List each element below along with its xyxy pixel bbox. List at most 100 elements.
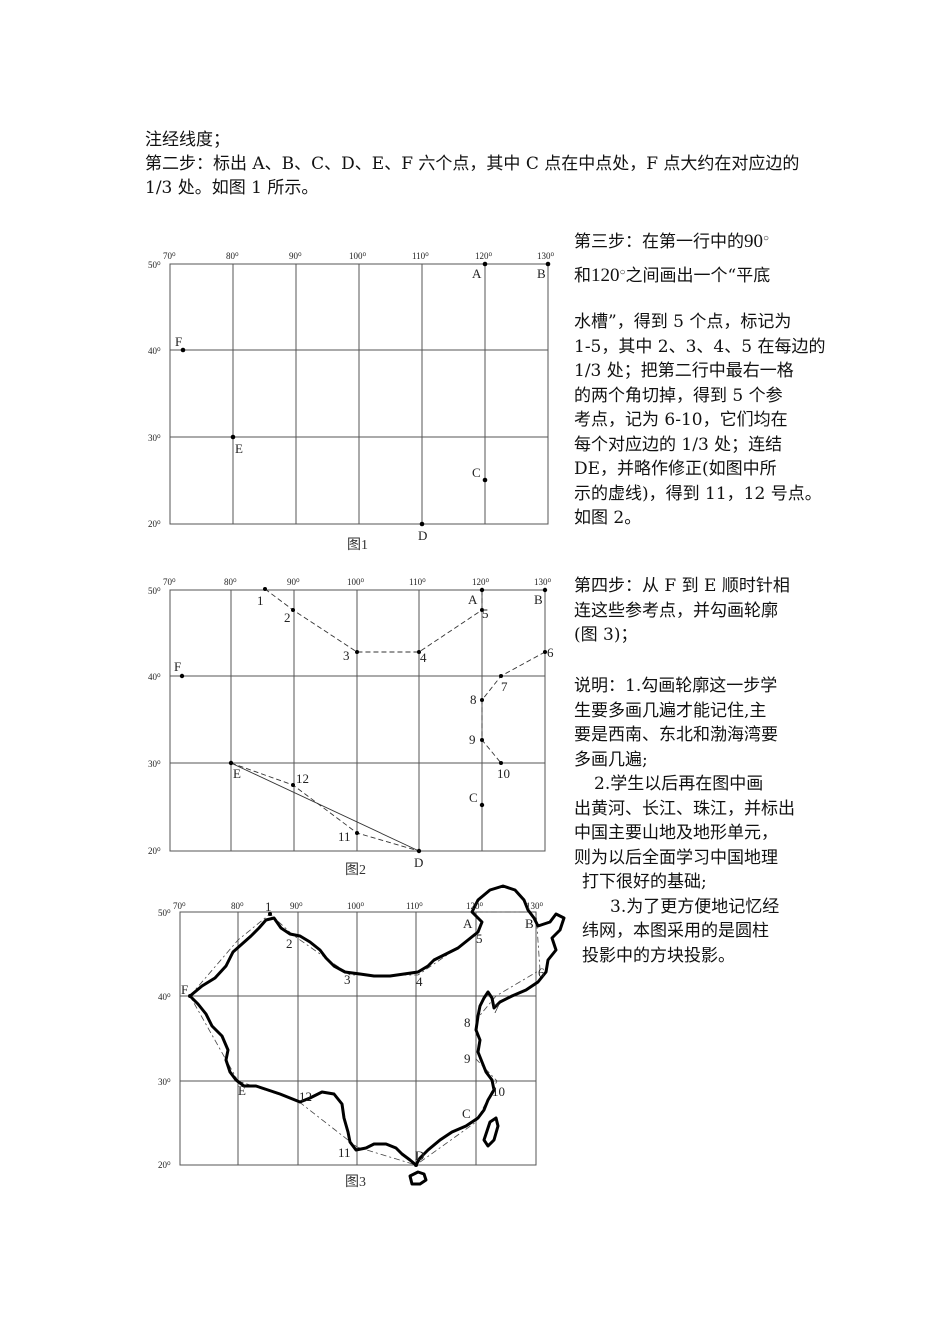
ref-label-3: 3 (343, 648, 350, 663)
point-a (479, 587, 485, 593)
lat-label: 50⁰ (148, 586, 161, 596)
step3-he: 和 (574, 266, 591, 286)
ref-label-9: 9 (464, 1051, 471, 1066)
china-outline (188, 884, 566, 1186)
lat-label: 30⁰ (148, 433, 161, 443)
ref-point-5 (480, 608, 484, 612)
ref-label-8: 8 (470, 692, 477, 707)
lat-label: 40⁰ (148, 672, 161, 682)
point-e (228, 760, 234, 766)
step3-line: DE，并略作修正(如图中所 (574, 459, 777, 479)
lon-label: 110⁰ (409, 577, 426, 587)
label-f: F (181, 982, 188, 997)
step3-line: 示的虚线)，得到 11，12 号点。 (574, 483, 822, 504)
label-e: E (233, 766, 241, 781)
ref-label-2: 2 (284, 610, 291, 625)
lon-label: 90⁰ (287, 577, 300, 587)
step3-text: 第三步：在第一行中的90○ 和120○之间画出一个“平底 水槽”，得到 5 个点… (574, 230, 825, 531)
lon-label: 130⁰ (534, 577, 552, 587)
point-a (482, 261, 488, 267)
ref-label-1: 1 (265, 899, 272, 914)
label-a: A (472, 266, 482, 281)
ref-label-7: 7 (493, 1001, 500, 1016)
point-d (419, 521, 425, 527)
lon-label: 90⁰ (289, 251, 302, 261)
ref-label-10: 10 (497, 766, 510, 781)
label-c: C (462, 1106, 471, 1121)
label-e: E (235, 441, 243, 456)
fig2-reference-lines (230, 588, 546, 852)
figure-2 (169, 589, 546, 852)
ref-point-1 (268, 912, 272, 916)
note3-line: 纬网，本图采用的是圆柱 (582, 921, 769, 941)
lon-label: 110⁰ (406, 901, 423, 911)
de-dashed-line (230, 762, 420, 852)
note3-line: 3.为了更方便地记忆经 (610, 896, 780, 917)
figure-3 (179, 911, 537, 1166)
note1-line: 生要多画几遍才能记住,主 (574, 700, 767, 721)
ref-label-5: 5 (482, 606, 489, 621)
lon-label: 100⁰ (349, 251, 367, 261)
fig2-labels: 70⁰ 80⁰ 90⁰ 100⁰ 110⁰ 120⁰ 130⁰ 50⁰ 40⁰ … (148, 577, 554, 878)
step4-text: 第四步：从 F 到 E 顺时针相 连这些参考点，并勾画轮廓 (图 3)； (574, 574, 790, 648)
lon-label: 120⁰ (475, 251, 493, 261)
ref-label-7: 7 (501, 679, 508, 694)
figure-1-caption: 图1 (347, 538, 368, 553)
point-d (416, 848, 422, 854)
note2-line: 打下很好的基础; (582, 872, 707, 892)
ref-point-11 (355, 831, 359, 835)
ref-label-9: 9 (469, 732, 476, 747)
figure-1 (169, 263, 549, 525)
lat-label: 20⁰ (158, 1160, 171, 1170)
note1-line: 说明：1.勾画轮廓这一步学 (574, 676, 778, 696)
ref-label-6: 6 (538, 965, 545, 980)
de-solid-line (230, 762, 420, 852)
step4-line: 连这些参考点，并勾画轮廓 (574, 600, 778, 621)
step3-line: 的两个角切掉，得到 5 个参 (574, 385, 783, 406)
step3-line: 每个对应边的 1/3 处；连结 (574, 434, 783, 455)
lon-label: 70⁰ (163, 251, 176, 261)
step3-tail: 之间画出一个“平底 (625, 266, 771, 286)
ref-label-12: 12 (296, 771, 309, 786)
point-b (542, 587, 548, 593)
notes-text: 说明：1.勾画轮廓这一步学 生要多画几遍才能记住,主 要是西南、东北和渤海湾要 … (574, 674, 795, 968)
degree-90: 90○ (744, 231, 770, 252)
ref-point-1 (263, 587, 267, 591)
ref-label-4: 4 (420, 650, 427, 665)
figure-3-caption: 图3 (345, 1175, 366, 1190)
label-c: C (469, 790, 478, 805)
lon-label: 100⁰ (347, 901, 365, 911)
label-c: C (472, 465, 481, 480)
figure-2-caption: 图2 (345, 863, 366, 878)
lon-label: 80⁰ (231, 901, 244, 911)
label-f: F (174, 659, 181, 674)
label-a: A (468, 592, 478, 607)
ref-label-8: 8 (464, 1015, 471, 1030)
lon-label: 70⁰ (173, 901, 186, 911)
lat-label: 20⁰ (148, 846, 161, 856)
label-b: B (534, 592, 543, 607)
ref-label-11: 11 (338, 1145, 351, 1160)
label-b: B (525, 916, 534, 931)
step3-line: 水槽”，得到 5 个点，标记为 (574, 312, 792, 332)
step4-line: (图 3)； (574, 625, 638, 645)
east-dashed-line (481, 651, 546, 764)
note2-line: 中国主要山地及地形单元， (574, 823, 778, 843)
label-e: E (238, 1083, 246, 1098)
fig3-frame (179, 911, 537, 1166)
label-f: F (175, 334, 182, 349)
ref-label-6: 6 (547, 645, 554, 660)
lat-label: 50⁰ (148, 260, 161, 270)
lon-label: 120⁰ (466, 901, 484, 911)
lat-label: 40⁰ (148, 346, 161, 356)
lon-label: 120⁰ (472, 577, 490, 587)
ref-point-9 (480, 738, 484, 742)
step4-line: 第四步：从 F 到 E 顺时针相 (574, 576, 790, 596)
point-f (188, 994, 192, 998)
lon-label: 80⁰ (224, 577, 237, 587)
note2-line: 出黄河、长江、珠江，并标出 (574, 798, 795, 819)
degree-120: 120○ (591, 265, 626, 286)
point-c (479, 802, 485, 808)
lon-label: 70⁰ (163, 577, 176, 587)
